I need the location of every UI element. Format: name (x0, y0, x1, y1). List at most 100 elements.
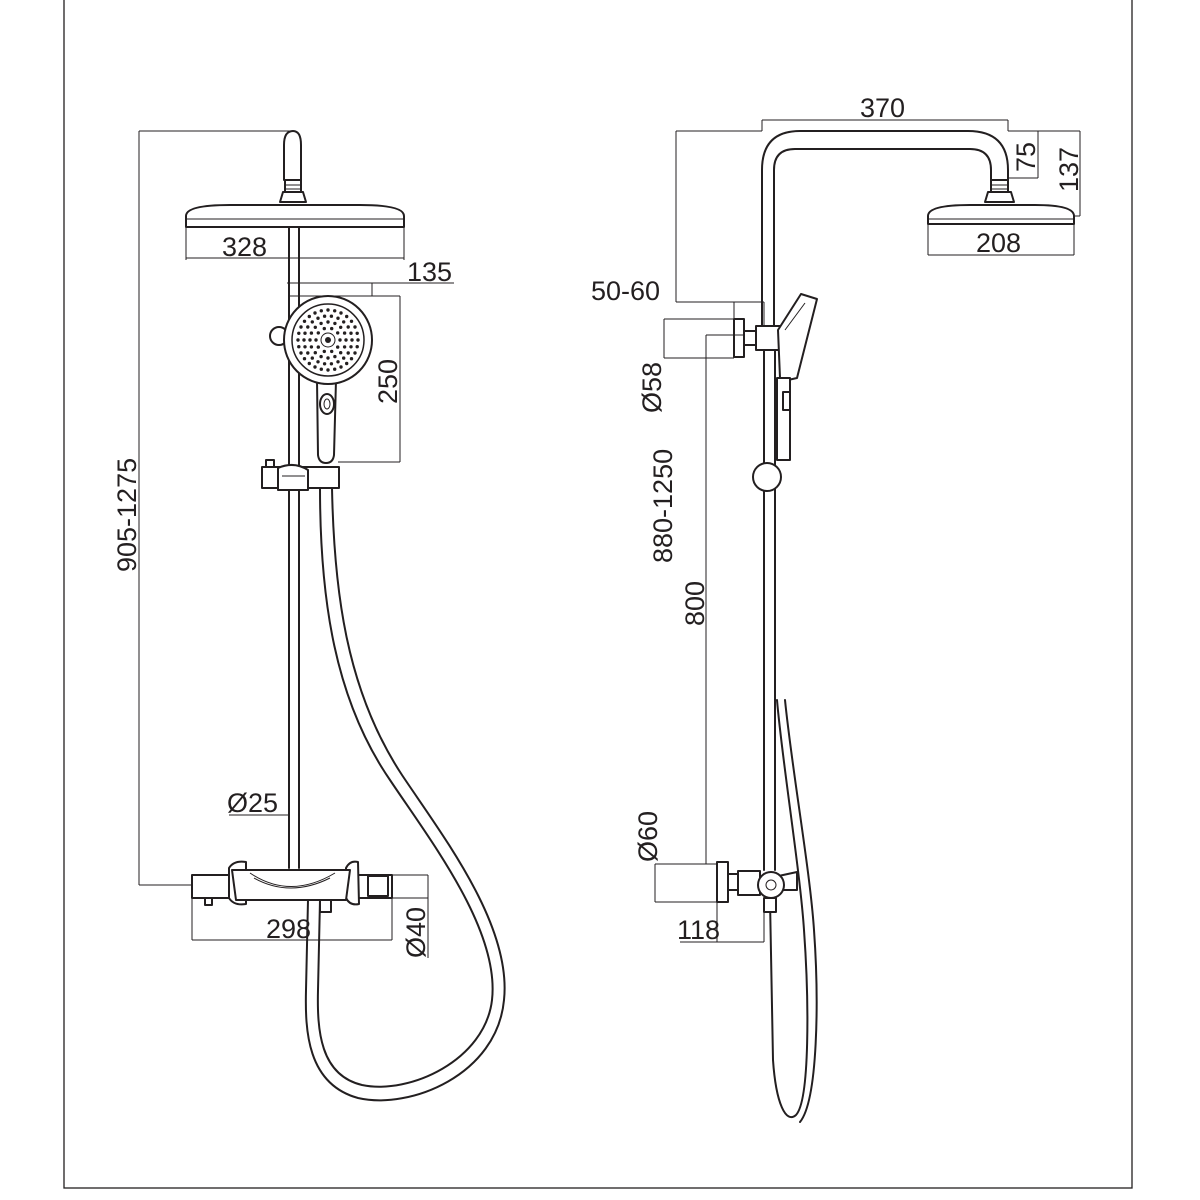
nozzle-dot (310, 356, 314, 360)
side-view: 370 75 137 208 50-60 Ø58 880-1250 800 Ø6… (591, 93, 1084, 1123)
dim-arm-reach: 370 (860, 93, 905, 123)
side-dimensions (654, 119, 1081, 943)
nozzle-dot (333, 354, 337, 359)
nozzle-dot (316, 331, 320, 335)
dim-center-distance: 800 (680, 581, 710, 626)
front-hand-shower (269, 295, 373, 464)
nozzle-dot (330, 349, 334, 354)
side-valve (716, 861, 798, 913)
nozzle-dot (302, 338, 306, 342)
nozzle-dot (316, 316, 320, 320)
nozzle-dot (316, 345, 320, 349)
nozzle-dot (339, 311, 343, 315)
dim-wall-distance: 50-60 (591, 276, 660, 306)
nozzle-dot (339, 365, 343, 369)
nozzle-dot (342, 345, 347, 349)
side-hose (769, 699, 809, 1118)
front-head-connector (279, 191, 307, 203)
nozzle-dot (313, 311, 317, 315)
nozzle-dot (299, 351, 303, 355)
nozzle-dot (313, 325, 317, 329)
dim-head-drop: 137 (1054, 147, 1084, 192)
nozzle-dot (349, 319, 354, 323)
nozzle-dot (338, 338, 342, 342)
nozzle-dot (296, 338, 300, 342)
nozzle-dot (336, 316, 340, 320)
dim-valve-diameter-side: Ø60 (633, 811, 663, 862)
nozzle-dot (336, 345, 340, 349)
dim-arm-drop: 75 (1011, 142, 1041, 172)
nozzle-dot (322, 314, 327, 318)
front-hose (316, 487, 494, 1088)
nozzle-dot (316, 360, 320, 364)
nozzle-dot (339, 325, 343, 329)
nozzle-dot (307, 314, 311, 319)
nozzle-dot (333, 321, 337, 326)
nozzle-dot (350, 338, 354, 342)
nozzle-dot (319, 321, 323, 326)
nozzle-dot (306, 325, 310, 329)
dim-total-height: 905-1275 (112, 458, 142, 572)
nozzle-dot (299, 325, 303, 329)
nozzle-dot (326, 308, 330, 312)
nozzle-dot (313, 351, 317, 355)
nozzle-dot (344, 338, 348, 342)
nozzle-dot (333, 309, 337, 313)
nozzle-dot (330, 326, 334, 331)
nozzle-dot (319, 354, 323, 359)
nozzle-dot (339, 351, 343, 355)
dim-valve-width: 298 (266, 914, 311, 944)
front-rain-head (185, 204, 405, 228)
nozzle-dot (322, 326, 326, 331)
nozzle-dot (310, 320, 314, 324)
front-view: 328 135 250 905-1275 Ø25 298 Ø40 (112, 130, 506, 1102)
nozzle-dot (342, 356, 346, 360)
nozzle-dot (349, 331, 353, 335)
nozzle-dot (353, 351, 357, 355)
side-arm-outer (761, 130, 1009, 327)
side-rail (763, 349, 776, 871)
nozzle-dot (346, 351, 350, 355)
nozzle-dot (326, 356, 330, 360)
side-hand-shower (752, 293, 818, 492)
dim-bracket-diameter: Ø58 (637, 362, 667, 413)
nozzle-dot (314, 338, 318, 342)
nozzle-dot (313, 365, 317, 369)
nozzle-dot (345, 314, 349, 319)
nozzle-dot (326, 368, 330, 372)
dim-valve-diameter: Ø40 (401, 907, 431, 958)
nozzle-dot (307, 361, 311, 366)
nozzle-dot (306, 351, 310, 355)
drawing-frame (63, 0, 1133, 1189)
front-head-nut (284, 179, 302, 193)
nozzle-dot (329, 362, 334, 366)
nozzle-dot (329, 314, 334, 318)
nozzle-dot (333, 367, 337, 371)
nozzle-dot (355, 331, 359, 335)
dim-rail-diameter: Ø25 (227, 788, 278, 818)
nozzle-dot (309, 345, 314, 349)
nozzle-dot (336, 360, 340, 364)
nozzle-dot (349, 345, 353, 349)
nozzle-dot (326, 320, 330, 324)
nozzle-dot (302, 357, 307, 361)
front-dimensions (138, 130, 454, 958)
side-wall-bracket (733, 318, 781, 358)
nozzle-dot (303, 345, 307, 349)
nozzle-dot (302, 319, 307, 323)
nozzle-dot (297, 345, 301, 349)
nozzle-dot (345, 361, 349, 366)
nozzle-dot (303, 331, 307, 335)
dim-hand-shower-width: 135 (407, 257, 452, 287)
nozzle-dot (342, 331, 347, 335)
nozzle-dot (308, 338, 312, 342)
nozzle-dot (336, 331, 340, 335)
nozzle-dot (322, 349, 326, 354)
dim-hand-shower-height: 250 (373, 359, 403, 404)
side-arm-inner (773, 148, 992, 327)
nozzle-dot (319, 309, 323, 313)
nozzle-dot (349, 357, 354, 361)
nozzle-dot (319, 367, 323, 371)
nozzle-dot (355, 345, 359, 349)
